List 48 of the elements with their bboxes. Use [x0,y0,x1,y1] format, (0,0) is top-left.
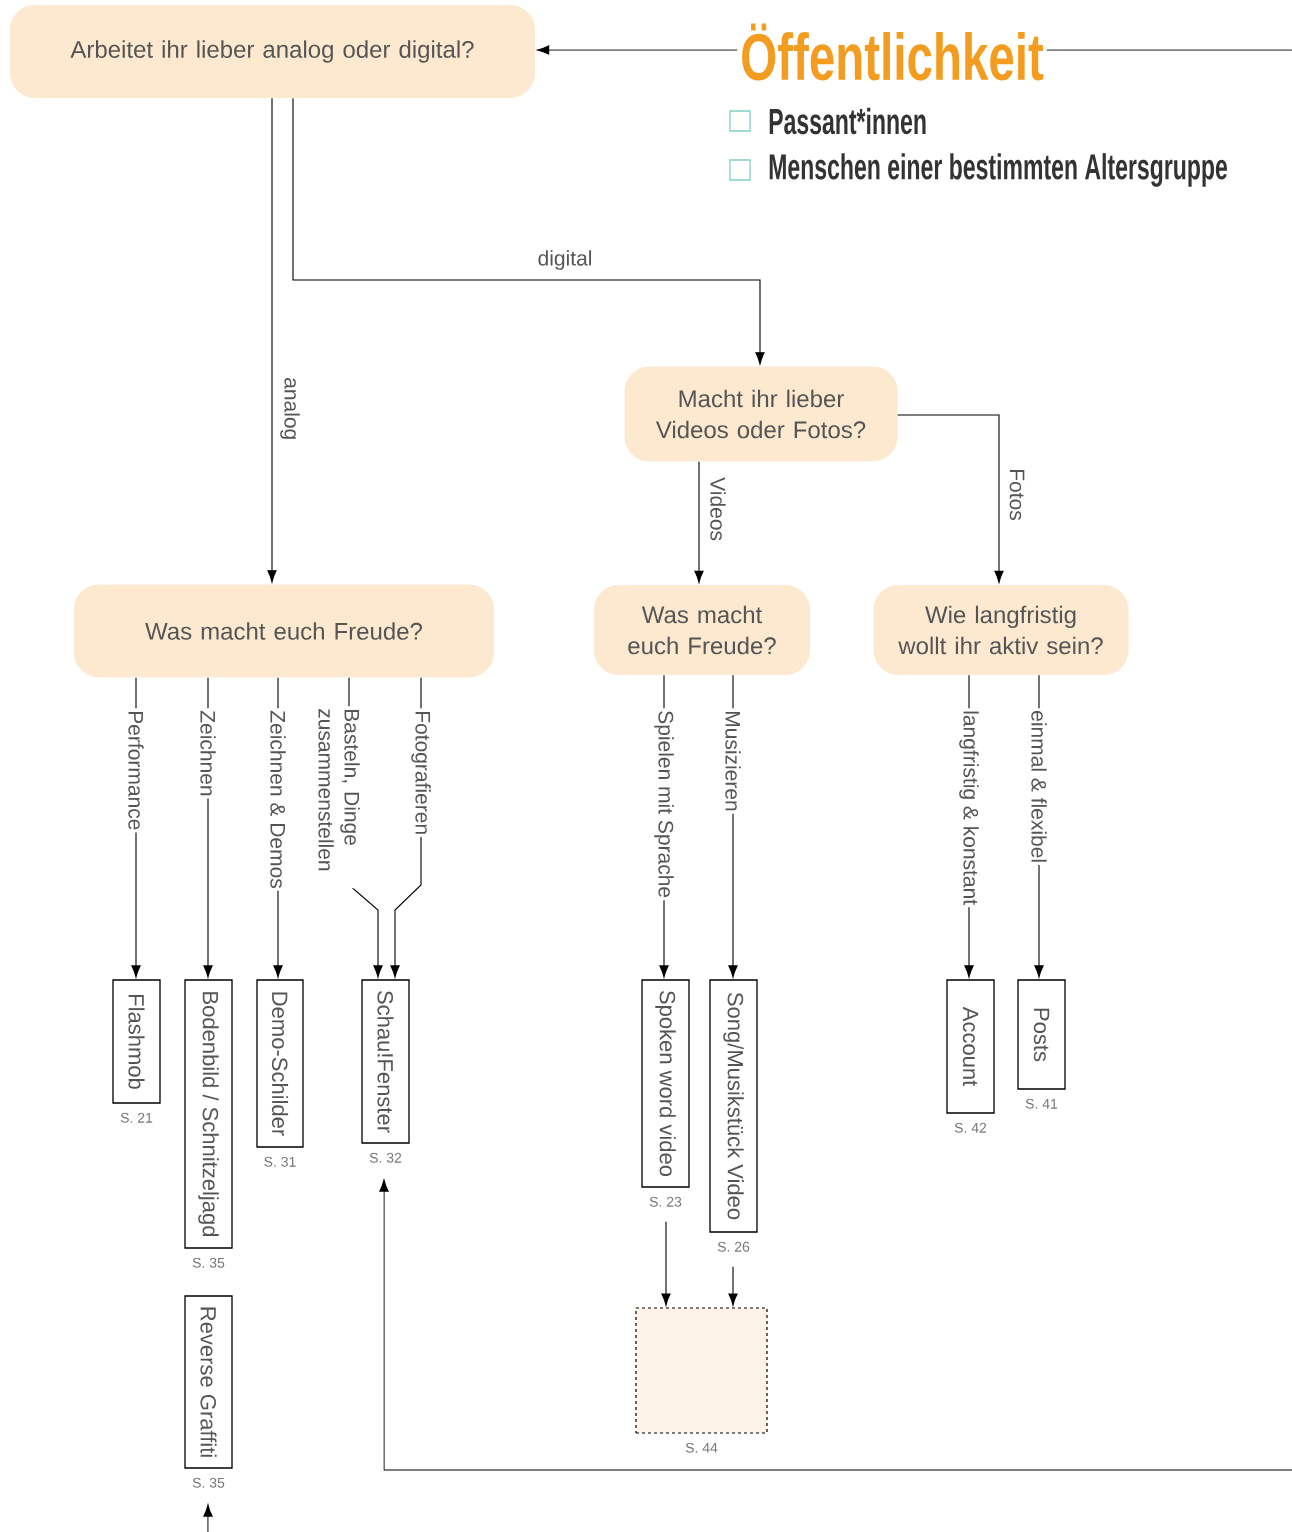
page-reference: S. 44 [685,1442,718,1453]
edge-label: Musizieren [723,708,743,814]
arrow [728,1266,738,1306]
page-reference: S. 32 [369,1152,402,1163]
edge-label: Zeichnen [198,708,218,799]
result-box: Flashmob [112,979,161,1104]
arrow [694,461,704,583]
result-box: Account [946,979,995,1114]
page-reference: S. 42 [954,1122,987,1133]
arrow [267,97,277,583]
edge-label: langfristig & konstant [957,708,981,908]
question-box: Was macht euch Freude? [74,584,494,678]
result-box: Song/Musikstück Video [709,979,758,1233]
legend-text: Passant*innen [769,107,926,135]
page-reference: S. 23 [649,1196,682,1207]
result-box: Schau!Fenster [361,979,410,1144]
legend-text: Menschen einer bestimmten Altersgruppe [769,153,1227,187]
edge-label: Zeichnen & Demos [268,708,288,891]
edge-label: Spielen mit Sprache [652,708,676,901]
arrow [897,414,1004,583]
edge-label: Basteln, Dinge zusammenstellen [316,706,362,889]
page-reference: S. 31 [264,1156,296,1167]
page-reference: S. 35 [192,1477,225,1488]
result-box: Demo-Schilder [256,979,304,1148]
page-reference: S. 41 [1025,1098,1058,1109]
question-box: Wie langfristig wollt ihr aktiv sein? [873,585,1129,675]
result-box: Posts [1017,979,1066,1090]
edge-label: digital [535,248,595,272]
edge-label: Fotos [1007,466,1027,523]
question-box: Was macht euch Freude? [594,585,810,675]
edge-label: Videos [708,475,728,544]
edge-label: analog [278,375,302,443]
arrow [379,1179,1292,1471]
page-reference: S. 21 [120,1112,153,1123]
arrow [661,1221,671,1306]
result-box: Reverse Graffiti [184,1295,233,1469]
result-box: Bodenbild / Schnitzeljagd [184,979,233,1249]
arrow [203,1504,213,1532]
question-box: Arbeitet ihr lieber analog oder digital? [10,5,535,98]
page-reference: S. 26 [717,1241,750,1252]
arrow [292,97,765,365]
question-box: Macht ihr lieber Videos oder Fotos? [624,366,898,462]
edge-label: Fotografieren [409,708,433,838]
title: Öffentlichkeit [737,23,1047,81]
edge-label: einmal & flexibel [1029,708,1049,866]
page-reference: S. 35 [192,1257,225,1268]
edge-label: Performance [126,708,146,833]
result-box: Spoken word video [641,979,690,1188]
